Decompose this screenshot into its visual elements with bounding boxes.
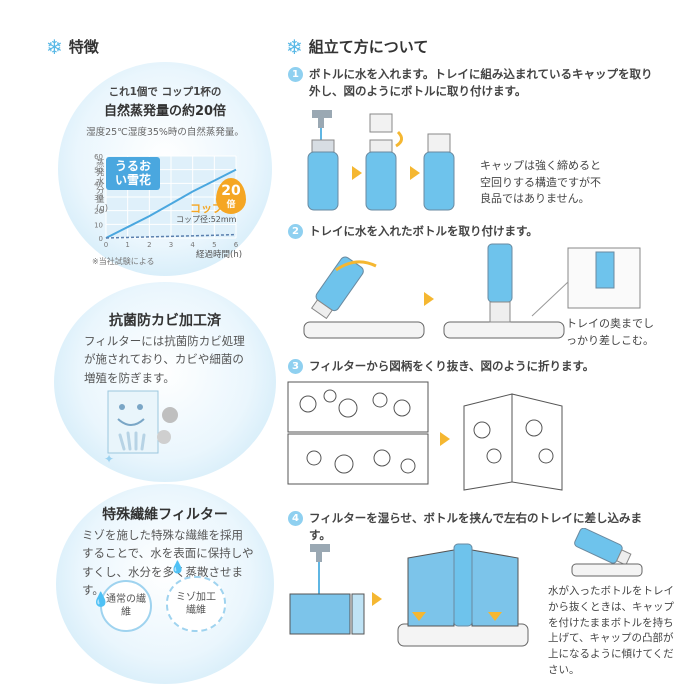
evaporation-chart: 0 10 20 30 40 50 60 0 1 2 3 4 5 6 (94, 153, 239, 249)
step-number: 3 (288, 359, 303, 374)
svg-text:✦: ✦ (104, 452, 114, 465)
assembly-step-1: 1 ボトルに水を入れます。トレイに組み込まれているキャップを取り外し、図のように… (288, 66, 654, 99)
x-tick-label: 1 (125, 241, 129, 249)
twenty-times-drop-icon: 20 倍 (216, 178, 246, 214)
x-tick-label: 4 (190, 241, 195, 249)
groove-fiber-circle: ミゾ加工繊維 (166, 576, 226, 632)
next-arrow-icon (372, 592, 382, 606)
next-arrow-icon (410, 166, 420, 180)
x-tick-label: 2 (147, 241, 151, 249)
x-tick-label: 0 (104, 241, 108, 249)
next-arrow-icon (424, 292, 434, 306)
step-number: 4 (288, 511, 303, 526)
y-tick-label: 40 (94, 180, 103, 188)
next-arrow-icon (352, 166, 362, 180)
assembly-step-2: 2 トレイに水を入れたボトルを取り付けます。 (288, 223, 654, 240)
y-tick-label: 60 (94, 153, 103, 161)
antibacterial-circle: 抗菌防カビ加工済 フィルターには抗菌防カビ処理が施されており、カビや細菌の増殖を… (54, 282, 276, 482)
step-text: トレイに水を入れたボトルを取り付けます。 (309, 224, 538, 238)
y-tick-label: 30 (94, 194, 103, 202)
cup-note: コップ径:52mm (176, 215, 237, 224)
step4-assembly-illustration (289, 543, 529, 647)
fiber-body: ミゾを施した特殊な繊維を採用することで、水を表面に保持しやすくし、水分を多く蒸散… (82, 528, 254, 598)
snowflake-icon: ❄ (286, 34, 303, 59)
x-tick-label: 6 (234, 241, 239, 249)
series-line (105, 168, 237, 239)
step3-folded-filter-illustration (463, 393, 563, 491)
smiley-filter-illustration: ✦ (104, 390, 178, 465)
down-arrow-icon (412, 612, 426, 621)
product-legend: うるおい雪花 (106, 157, 160, 190)
evap-condition: 湿度25℃湿度35%時の自然蒸発量。 (86, 127, 244, 138)
evap-line2: 自然蒸発量の約20倍 (103, 104, 227, 119)
snowflake-icon: ❄ (46, 34, 63, 59)
chart-ylabel: 蒸発水分量(g) (96, 159, 109, 214)
antibac-body: フィルターには抗菌防カビ処理が施されており、カビや細菌の増殖を防ぎます。 (84, 334, 245, 385)
water-drop-icon: 💧 (92, 592, 110, 608)
step-number: 1 (288, 67, 303, 82)
antibac-title: 抗菌防カビ加工済 (109, 313, 221, 329)
x-tick-label: 5 (212, 241, 216, 249)
normal-fiber-circle: 通常の繊維 (100, 580, 152, 632)
chart-xlabel: 経過時間(h) (196, 250, 243, 260)
evap-line1: これ1個で コップ1杯の (108, 86, 222, 98)
step2-tray-illustration (303, 243, 641, 339)
note-remove: 水が入ったボトルをトレイから抜くときは、キャップを付けたままボトルを持ち上げて、… (548, 585, 674, 676)
assembly-step-3: 3 フィルターから図柄をくり抜き、図のように折ります。 (288, 358, 654, 375)
y-tick-label: 10 (94, 221, 103, 229)
step-text: フィルターを湿らせ、ボトルを挟んで左右のトレイに差し込みます。 (309, 511, 643, 542)
cup-legend: コップ (190, 202, 223, 215)
x-tick-label: 3 (169, 241, 173, 249)
step3-filter-cut-illustration (287, 381, 429, 485)
water-drop-icon-2: 💧 (170, 560, 185, 574)
down-arrow-icon (488, 612, 502, 621)
y-tick-label: 0 (99, 235, 103, 243)
note-cap: キャップは強く締めると空回りする構造ですが不良品ではありません。 (480, 159, 601, 205)
step-text: ボトルに水を入れます。トレイに組み込まれているキャップを取り外し、図のようにボト… (309, 67, 653, 98)
assembly-step-4: 4 フィルターを湿らせ、ボトルを挟んで左右のトレイに差し込みます。 (288, 510, 654, 543)
series-line (105, 233, 237, 239)
y-tick-label: 20 (94, 208, 103, 216)
y-tick-label: 50 (94, 167, 103, 175)
next-arrow-icon (440, 432, 450, 446)
step1-bottle-illustration (307, 110, 455, 211)
chart-source: ※当社試験による (92, 257, 155, 266)
fiber-title: 特殊繊維フィルター (102, 507, 228, 523)
step4-remove-bottle-illustration (571, 528, 643, 577)
step-text: フィルターから図柄をくり抜き、図のように折ります。 (309, 359, 595, 373)
step-number: 2 (288, 224, 303, 239)
fiber-circle: 特殊繊維フィルター ミゾを施した特殊な繊維を採用することで、水を表面に保持しやす… (56, 484, 274, 684)
note-insert: トレイの奥までしっかり差しこむ。 (566, 317, 654, 347)
features-heading: ❄ 特徴 (46, 34, 99, 59)
assembly-heading: ❄ 組立て方について (286, 34, 429, 59)
